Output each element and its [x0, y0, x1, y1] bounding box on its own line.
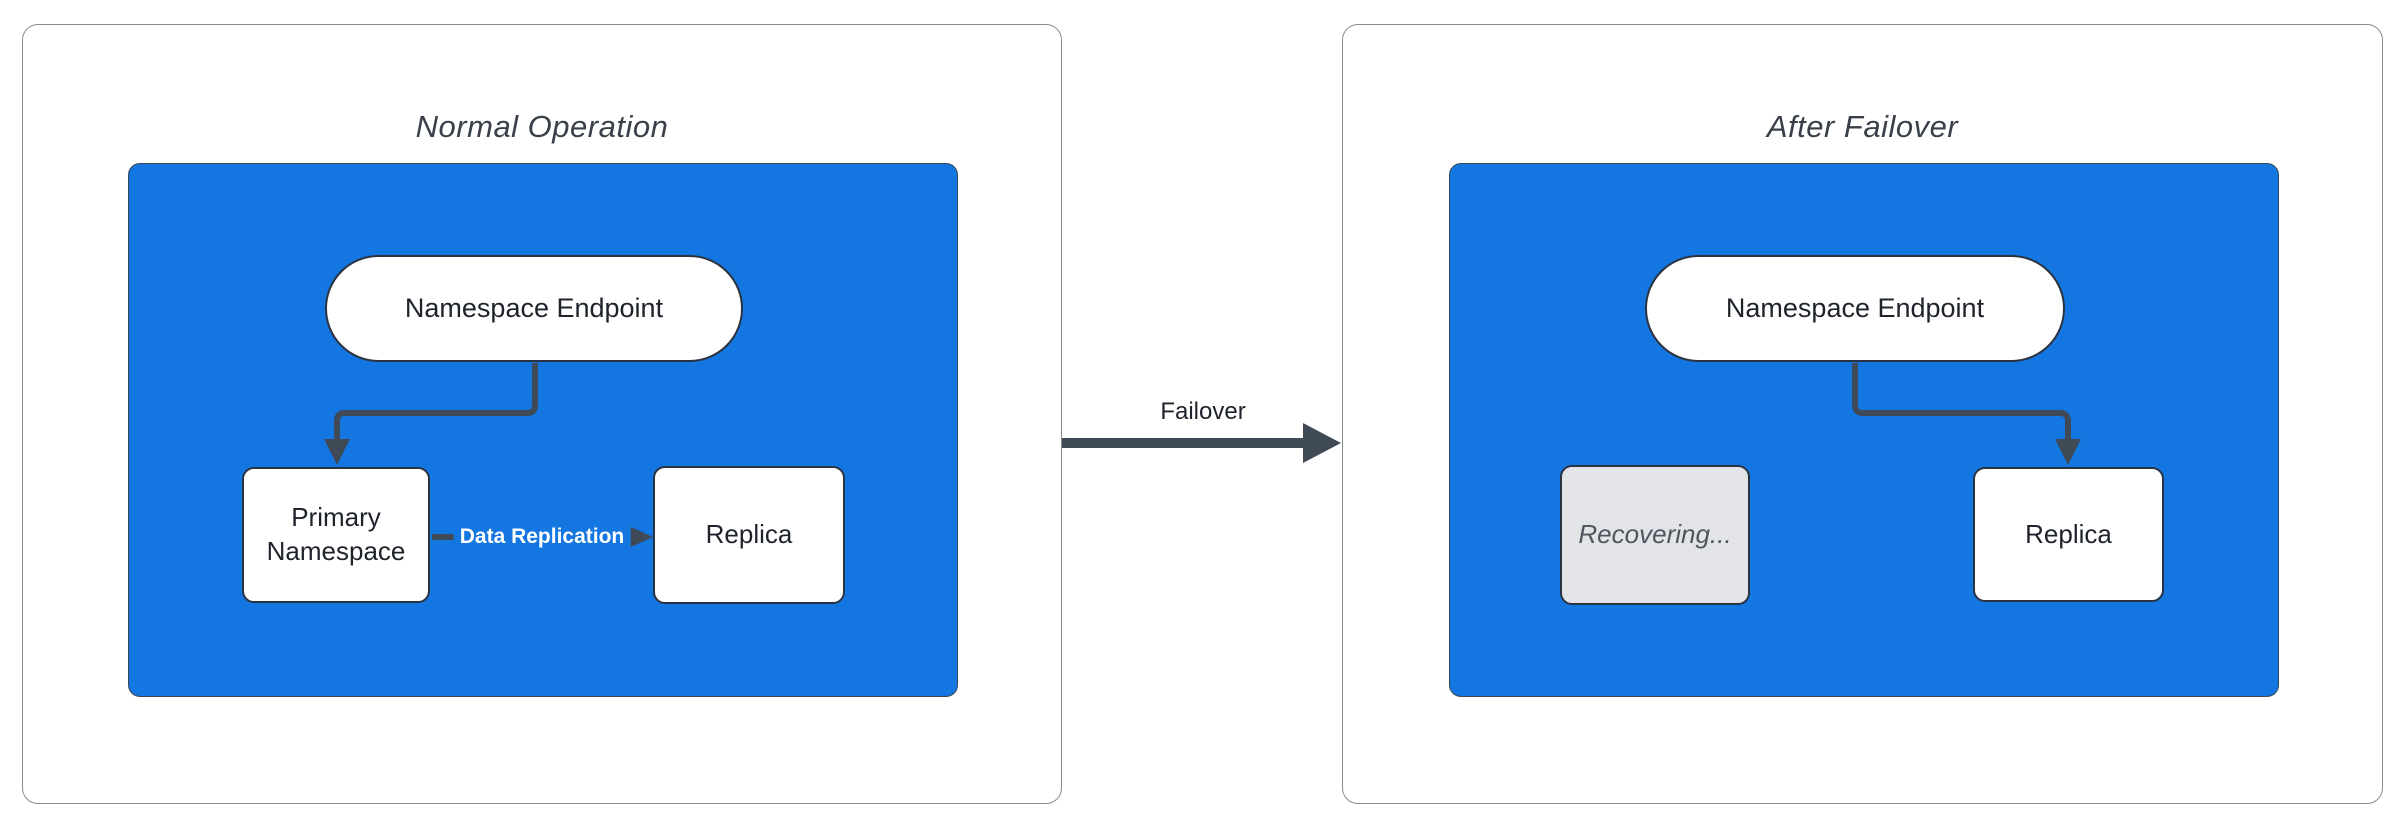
after-failover-title: After Failover	[1766, 109, 1959, 144]
normal-operation-title: Normal Operation	[415, 109, 669, 144]
replica-node-left: Replica	[653, 466, 845, 604]
failover-arrowhead	[1303, 423, 1341, 463]
data-replication-edge-label: Data Replication	[453, 521, 631, 553]
replica-label-left: Replica	[705, 519, 793, 550]
primary-namespace-label: Primary Namespace	[266, 502, 406, 566]
after-failover-cluster	[1449, 163, 2279, 697]
primary-namespace-node: Primary Namespace	[242, 467, 430, 603]
endpoint-to-replica-arrowhead	[2055, 439, 2081, 465]
namespace-endpoint-label-left: Namespace Endpoint	[404, 292, 664, 323]
namespace-endpoint-node-left: Namespace Endpoint	[325, 255, 743, 362]
normal-operation-cluster	[128, 163, 958, 697]
recovering-label: Recovering...	[1578, 519, 1732, 550]
replica-label-right: Replica	[2025, 518, 2112, 549]
endpoint-to-replica-connector	[1852, 363, 2071, 442]
recovering-node: Recovering...	[1560, 465, 1750, 605]
endpoint-to-primary-connector	[334, 363, 538, 442]
failover-edge-label: Failover	[1154, 396, 1252, 428]
replica-node-right: Replica	[1973, 467, 2164, 602]
namespace-endpoint-label-right: Namespace Endpoint	[1725, 292, 1985, 323]
namespace-endpoint-node-right: Namespace Endpoint	[1645, 255, 2065, 362]
endpoint-to-primary-arrowhead	[324, 439, 350, 465]
